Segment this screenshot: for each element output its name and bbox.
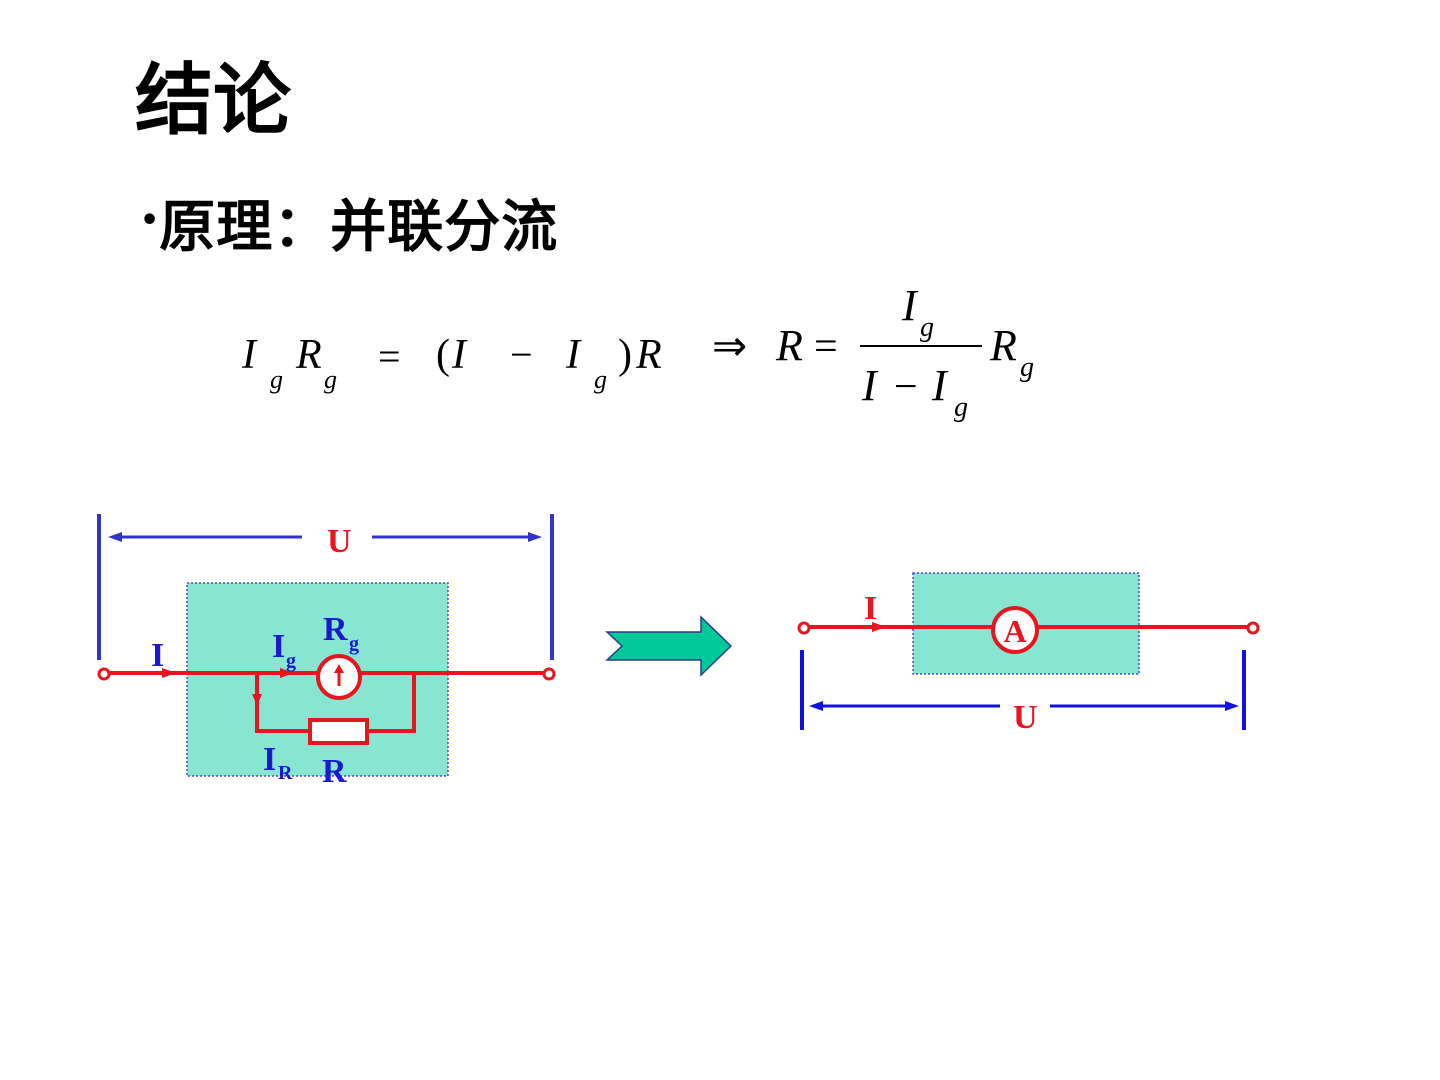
- formula-den-I: I: [861, 361, 879, 410]
- ir-subscript: R: [278, 762, 293, 784]
- formula-equals: =: [378, 334, 401, 379]
- left-circuit: U I I g R g I R R: [97, 514, 556, 790]
- formula-tail-R: R: [989, 321, 1017, 370]
- left-voltage-arrowhead-left: [108, 532, 122, 542]
- principle-bullet: •原理：并联分流: [140, 200, 558, 256]
- principle-text: 原理：并联分流: [159, 195, 559, 260]
- left-ir-arrow: [252, 694, 262, 706]
- formula-mid-I: I: [451, 332, 468, 378]
- left-ig-arrow: [280, 668, 294, 678]
- right-voltage-arrowhead-left: [809, 701, 823, 711]
- rg-label: R: [323, 611, 348, 648]
- formula-num-g: g: [920, 312, 934, 343]
- right-terminal-in: [797, 621, 811, 635]
- right-circuit: A I U: [797, 572, 1260, 736]
- formula-mid-I2: I: [565, 332, 582, 378]
- r-label: R: [322, 753, 347, 790]
- formula-lhs-g2: g: [324, 365, 337, 394]
- formula-implies: ⇒: [712, 324, 747, 370]
- left-current-arrow: [162, 668, 176, 678]
- left-voltage-arrowhead-right: [528, 532, 542, 542]
- shunt-wire-right: [367, 673, 416, 733]
- left-current-label: I: [151, 637, 164, 674]
- formula-den-I2: I: [931, 361, 949, 410]
- formula-den-g: g: [954, 392, 968, 423]
- left-terminal-in: [97, 667, 111, 681]
- equivalence-arrow-icon: [605, 615, 733, 677]
- formula-res-R: R: [775, 321, 803, 370]
- slide-title: 结论: [135, 56, 292, 146]
- left-terminal-out: [542, 667, 556, 681]
- ig-label: I: [272, 628, 285, 665]
- right-voltage-arrowhead-right: [1225, 701, 1239, 711]
- formula-mid-R: R: [635, 332, 662, 378]
- shunt-wire-left: [255, 673, 310, 733]
- bullet-dot: •: [140, 203, 160, 238]
- right-current-arrow: [872, 622, 886, 632]
- right-terminal-out: [1246, 621, 1260, 635]
- ammeter-icon: [991, 606, 1039, 654]
- formula-paren-open: (: [436, 332, 450, 378]
- galvanometer-needle-head: [334, 664, 344, 673]
- ig-subscript: g: [286, 650, 296, 672]
- shunt-resistor-icon: [308, 718, 369, 745]
- formula-num-I: I: [901, 281, 919, 330]
- formula-lhs-R: R: [295, 332, 322, 378]
- formula: I g R g = ( I − I g ) R ⇒ R = I g I − I …: [241, 281, 1034, 423]
- formula-den-minus: −: [894, 364, 918, 410]
- left-voltage-label: U: [327, 523, 352, 560]
- rg-subscript: g: [349, 633, 359, 655]
- ir-label: I: [263, 741, 276, 778]
- formula-tail-g: g: [1020, 352, 1034, 383]
- formula-lhs-I: I: [241, 332, 258, 378]
- formula-minus: −: [510, 332, 533, 377]
- formula-lhs-g1: g: [270, 365, 283, 394]
- formula-paren-close: ): [618, 332, 632, 378]
- formula-res-equals: =: [814, 324, 838, 370]
- right-current-label: I: [864, 590, 877, 627]
- right-voltage-label: U: [1013, 699, 1038, 736]
- formula-mid-g: g: [594, 365, 607, 394]
- ammeter-label: A: [1003, 613, 1026, 649]
